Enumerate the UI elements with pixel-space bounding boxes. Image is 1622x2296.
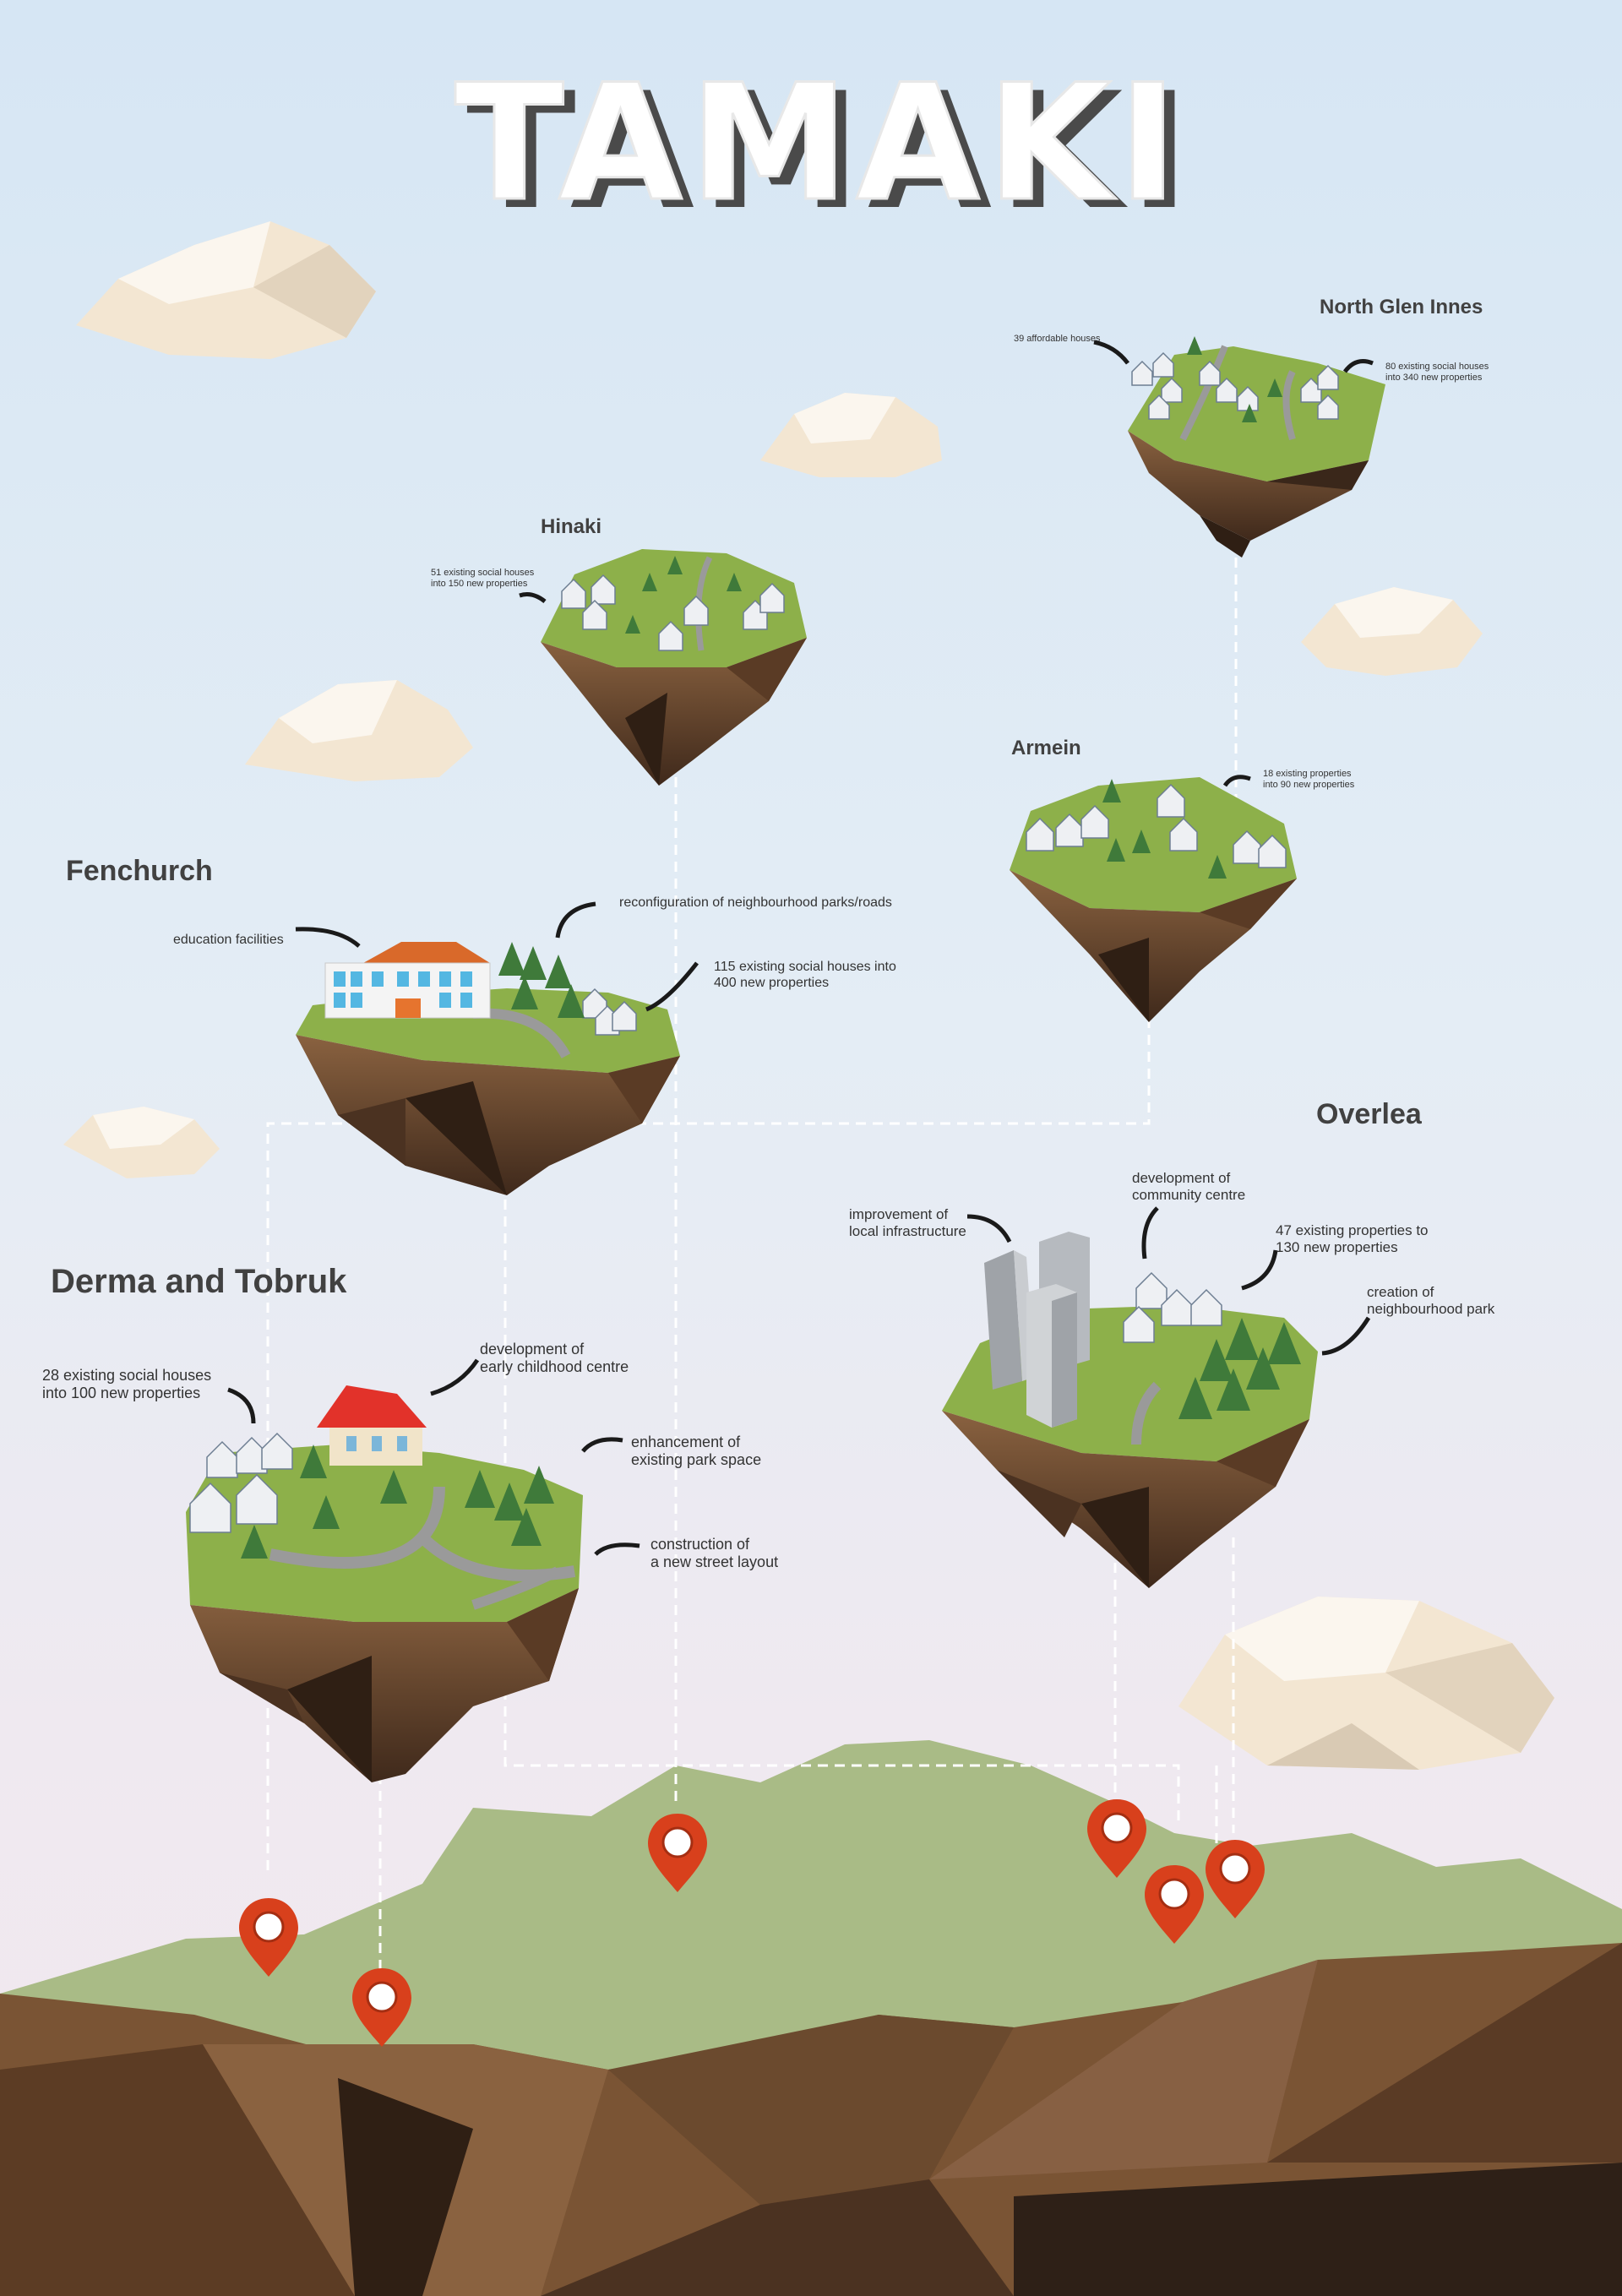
note-overlea-properties: 47 existing properties to 130 new proper… (1276, 1222, 1429, 1255)
cloud-1 (76, 221, 376, 359)
cloud-2 (760, 393, 942, 477)
area-name-overlea: Overlea (1316, 1098, 1422, 1130)
pin-1 (239, 1898, 298, 1977)
note-fenchurch-parks: reconfiguration of neighbourhood parks/r… (619, 895, 892, 910)
cloud-5 (63, 1107, 220, 1178)
island-hinaki (541, 549, 807, 786)
overlea-towers (984, 1232, 1090, 1428)
pin-4 (1087, 1799, 1146, 1878)
island-derma-tobruk (186, 1445, 583, 1782)
note-derma-park: enhancement of existing park space (631, 1434, 762, 1468)
annotation-arrows (227, 340, 1374, 1556)
island-armein (1010, 777, 1297, 1022)
pin-2 (352, 1968, 411, 2047)
note-fenchurch-education: education facilities (173, 933, 284, 947)
note-overlea-park: creation of neighbourhood park (1367, 1284, 1495, 1317)
cloud-4 (1301, 587, 1483, 676)
note-fenchurch-social: 115 existing social houses into 400 new … (714, 960, 896, 990)
cloud-6 (1178, 1597, 1554, 1770)
area-name-armein: Armein (1011, 737, 1081, 759)
houses (189, 351, 1339, 1533)
pin-3 (648, 1814, 707, 1892)
school-building (324, 942, 491, 1019)
pin-6 (1206, 1840, 1265, 1918)
note-derma-street: construction of a new street layout (650, 1536, 779, 1570)
note-derma-childhood: development of early childhood centre (480, 1341, 629, 1375)
island-north-glen-innes (1128, 345, 1385, 558)
note-derma-social: 28 existing social houses into 100 new p… (42, 1367, 212, 1401)
cloud-3 (245, 680, 473, 781)
note-north-glen-innes-social: 80 existing social houses into 340 new p… (1385, 362, 1489, 383)
childhood-centre-building (317, 1385, 427, 1466)
note-armein-properties: 18 existing properties into 90 new prope… (1263, 769, 1355, 790)
area-name-hinaki: Hinaki (541, 515, 602, 538)
title-text: TAMAKI (454, 50, 1184, 237)
pin-5 (1145, 1865, 1204, 1944)
title-shadow: TAMAKI (466, 58, 1196, 245)
note-hinaki-social: 51 existing social houses into 150 new p… (431, 568, 535, 589)
ground-bottom (0, 1943, 1622, 2296)
area-name-fenchurch: Fenchurch (66, 855, 213, 887)
trees (241, 336, 1301, 1559)
note-overlea-infrastructure: improvement of local infrastructure (849, 1206, 966, 1239)
note-north-glen-innes-affordable: 39 affordable houses (1014, 334, 1101, 344)
page-title: TAMAKI TAMAKI (397, 50, 1242, 237)
area-name-derma-tobruk: Derma and Tobruk (51, 1263, 347, 1300)
location-pins (239, 1799, 1265, 2047)
note-overlea-community: development of community centre (1132, 1170, 1246, 1203)
area-name-north-glen-innes: North Glen Innes (1320, 296, 1483, 318)
